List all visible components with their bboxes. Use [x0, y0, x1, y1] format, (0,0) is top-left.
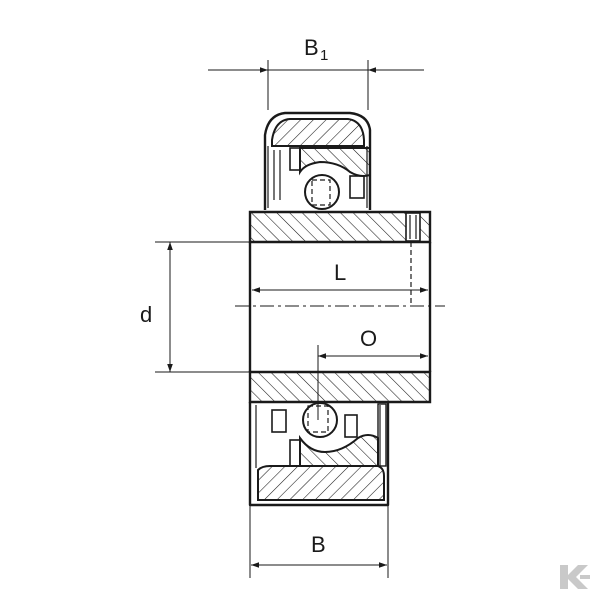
label-b1-subscript: 1: [320, 47, 328, 64]
label-d: d: [140, 302, 152, 327]
dimension-d: d: [140, 241, 250, 373]
brand-logo-icon: [560, 565, 590, 589]
inner-ring-top: [248, 210, 432, 244]
dimension-o: O: [317, 326, 428, 420]
label-l: L: [334, 260, 346, 285]
label-o: O: [360, 326, 377, 351]
label-b: B: [311, 532, 326, 557]
ball-top: [304, 174, 340, 210]
housing-top: [263, 111, 372, 210]
dimension-b: B: [249, 505, 389, 578]
outer-ring-bottom: [299, 434, 379, 467]
dimension-l: L: [252, 260, 428, 293]
inner-ring-bottom: [248, 370, 432, 404]
bore: [235, 242, 445, 372]
housing-bottom: [248, 402, 390, 507]
outer-ring-top: [299, 147, 371, 177]
ball-bottom: [302, 402, 338, 438]
dimension-b1: B 1: [208, 35, 424, 110]
label-b1: B: [304, 35, 319, 60]
seal-top: [273, 147, 365, 200]
